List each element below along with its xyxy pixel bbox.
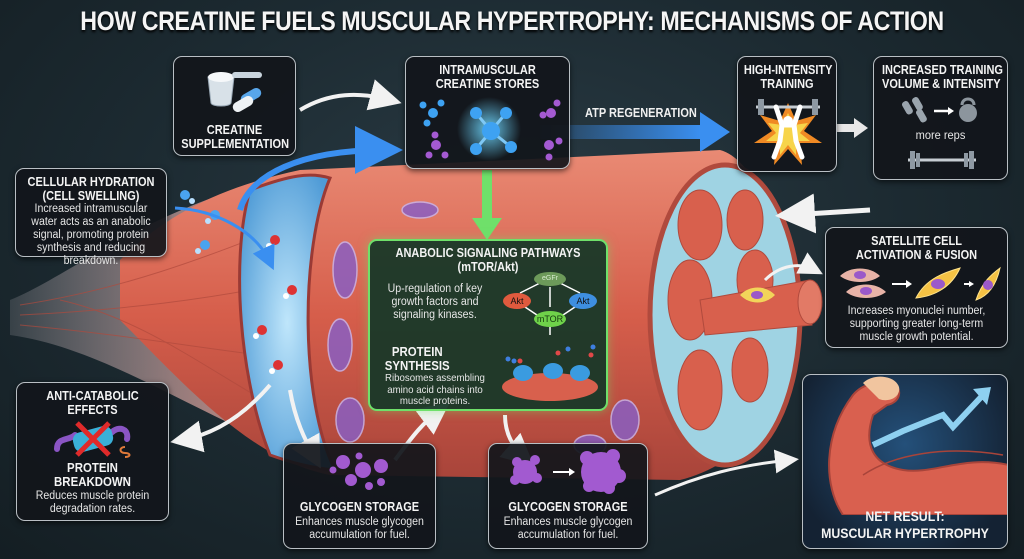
high-intensity-title-line1: HIGH-INTENSITY	[743, 63, 833, 77]
atp-regeneration-arrow	[540, 125, 700, 139]
protein-synthesis-body-line: amino acid chains into	[387, 383, 483, 396]
ribosome-icon	[502, 344, 598, 401]
satellite-cells-icon	[840, 266, 1001, 301]
pathway-diagram	[503, 272, 597, 335]
anticatabolic-body-line: Reduces muscle protein	[35, 490, 150, 502]
hydration-body-line: water acts as an anabolic	[31, 216, 151, 228]
arrow-hydration-to-water	[174, 206, 275, 271]
protein-synthesis-body-line: Ribosomes assembling	[385, 372, 485, 384]
anticatabolic-body-line: degradation rates.	[49, 503, 136, 515]
arrow-water-to-anticatabolic	[170, 383, 272, 453]
glycogen-growth-icon	[510, 449, 626, 494]
box-glycogen-storage-1: GLYCOGEN STORAGE Enhances muscle glycoge…	[283, 443, 436, 549]
akt-left-label: Akt	[510, 296, 524, 306]
hydration-body-line: signal, promoting protein	[33, 229, 149, 241]
powder-scoop-and-capsules-icon	[207, 72, 262, 112]
box-training-volume: INCREASED TRAINING VOLUME & INTENSITY mo…	[873, 56, 1008, 180]
satellite-title-line2: ACTIVATION & FUSION	[855, 248, 978, 262]
signaling-body-line: Up-regulation of key	[387, 283, 483, 295]
box-anti-catabolic: ANTI-CATABOLIC EFFECTS PROTEIN BREAKDOWN…	[16, 382, 169, 521]
page-title: HOW CREATINE FUELS MUSCULAR HYPERTROPHY:…	[80, 6, 944, 36]
signaling-body-line: growth factors and	[391, 296, 479, 308]
training-volume-title-line1: INCREASED TRAINING	[881, 63, 1003, 77]
box-anabolic-signaling: ANABOLIC SIGNALING PATHWAYS (mTOR/Akt) U…	[368, 239, 608, 411]
mtor-label: mTOR	[536, 314, 564, 324]
box-creatine-stores: INTRAMUSCULAR CREATINE STORES	[405, 56, 570, 169]
hydration-body-line: breakdown.	[63, 255, 119, 267]
box-creatine-supplementation: CREATINE SUPPLEMENTATION	[173, 56, 296, 156]
creatine-stores-title-line1: INTRAMUSCULAR	[439, 63, 536, 77]
mtor-node	[534, 311, 566, 327]
egfr-label: eGFr	[542, 275, 558, 282]
satellite-body-line: muscle growth potential.	[859, 331, 974, 343]
arrow-glycogen2-to-result	[654, 449, 799, 497]
molecule-icon	[419, 97, 563, 161]
extracted-fiber	[699, 279, 813, 336]
supplementation-title-line2: SUPPLEMENTATION	[181, 137, 290, 151]
glycogen2-body-line: accumulation for fuel.	[517, 529, 619, 541]
creatine-stores-title-line2: CREATINE STORES	[435, 77, 540, 91]
anticatabolic-title-line1: ANTI-CATABOLIC	[46, 389, 139, 403]
akt-right-label: Akt	[576, 296, 590, 306]
protein-synthesis-title-line1: PROTEIN	[391, 344, 443, 359]
net-result-title-line1: NET RESULT:	[865, 508, 945, 524]
protein-breakdown-line2: BREAKDOWN	[54, 474, 131, 489]
atp-regeneration-label: ATP REGENERATION	[585, 106, 697, 120]
akt-node-right	[569, 293, 597, 309]
satellite-title-line1: SATELLITE CELL	[871, 234, 962, 248]
high-intensity-title-line2: TRAINING	[760, 77, 814, 91]
anticatabolic-title-line2: EFFECTS	[67, 403, 118, 417]
satellite-body-line: Increases myonuclei number,	[847, 305, 986, 317]
protein-breakdown-line1: PROTEIN	[67, 460, 118, 475]
glycogen-granules-icon	[329, 452, 388, 490]
glycogen1-body-line: accumulation for fuel.	[309, 529, 410, 541]
box-high-intensity-training: HIGH-INTENSITY TRAINING	[737, 56, 837, 172]
protein-synthesis-title-line2: SYNTHESIS	[384, 358, 450, 373]
box-net-result: NET RESULT: MUSCULAR HYPERTROPHY	[802, 374, 1008, 549]
arrow-hydration-to-stores	[237, 126, 403, 211]
weightlifter-icon	[754, 99, 822, 165]
signaling-title-line1: ANABOLIC SIGNALING PATHWAYS	[395, 246, 581, 260]
arrow-volume-to-muscle	[775, 193, 871, 234]
hydration-title-line1: CELLULAR HYDRATION	[27, 175, 155, 189]
dumbbell-kettlebell-icon	[902, 97, 977, 123]
protein-synthesis-body-line: muscle proteins.	[399, 395, 471, 407]
hydration-title-line2: (CELL SWELLING)	[42, 189, 140, 203]
protein-breakdown-blocked-icon	[54, 421, 131, 458]
box-cellular-hydration: CELLULAR HYDRATION (CELL SWELLING) Incre…	[15, 168, 167, 267]
egfr-node	[534, 272, 566, 286]
flexed-arm-growth-icon	[828, 376, 1007, 515]
supplementation-title-line1: CREATINE	[206, 123, 263, 137]
signaling-body-line: signaling kinases.	[393, 309, 477, 321]
hydration-body-line: Increased intramuscular	[34, 203, 148, 215]
glycogen2-title: GLYCOGEN STORAGE	[508, 500, 628, 514]
training-volume-title-line2: VOLUME & INTENSITY	[881, 77, 1001, 91]
glycogen1-title: GLYCOGEN STORAGE	[299, 500, 420, 514]
arrow-supplement-to-stores	[298, 79, 402, 112]
barbell-icon	[908, 151, 976, 169]
box-satellite-cell: SATELLITE CELL ACTIVATION & FUSION Incre…	[825, 227, 1008, 348]
signaling-title-line2: (mTOR/Akt)	[457, 260, 519, 274]
akt-node-left	[503, 293, 531, 309]
arrow-fiber-to-satellite	[763, 252, 823, 282]
box-glycogen-storage-2: GLYCOGEN STORAGE Enhances muscle glycoge…	[488, 443, 648, 549]
more-reps-caption: more reps	[915, 128, 966, 142]
satellite-body-line: supporting greater long-term	[849, 318, 984, 330]
net-result-title-line2: MUSCULAR HYPERTROPHY	[821, 525, 989, 541]
hydration-body-line: synthesis and reducing	[36, 242, 146, 254]
glycogen2-body-line: Enhances muscle glycogen	[503, 516, 633, 528]
glycogen1-body-line: Enhances muscle glycogen	[295, 516, 424, 528]
